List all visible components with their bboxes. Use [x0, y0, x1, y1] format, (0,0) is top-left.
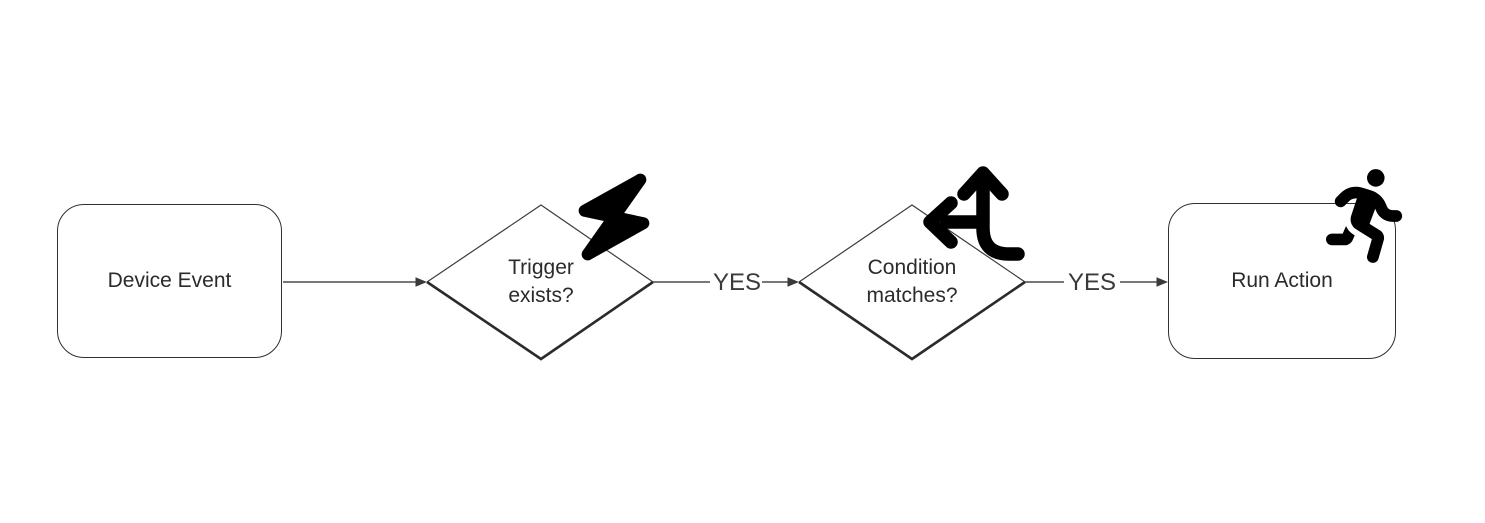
- split-arrows-icon: [923, 166, 1025, 261]
- person-running-icon: [1326, 169, 1403, 263]
- node-label: Device Event: [107, 269, 232, 292]
- arrowhead: [415, 277, 427, 287]
- node-label-condition-matches: Condition matches?: [866, 256, 958, 307]
- arrowhead: [1156, 277, 1168, 287]
- node-label-trigger-exists: Trigger exists?: [508, 256, 574, 307]
- node-label: Run Action: [1231, 269, 1333, 292]
- arrowhead: [787, 277, 799, 287]
- edge-label-yes-1: YES: [712, 269, 762, 296]
- node-device-event: Device Event: [57, 204, 282, 358]
- bolt-icon: [578, 173, 650, 261]
- edge-label-yes-2: YES: [1067, 269, 1117, 296]
